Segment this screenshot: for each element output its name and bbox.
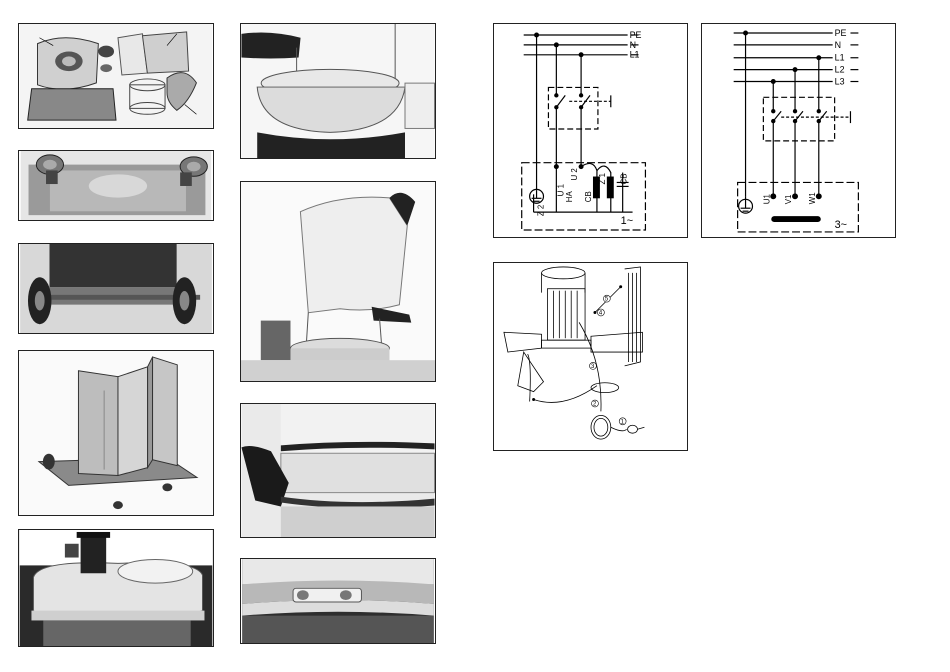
terminal-cb-1: CB [584,191,593,202]
rail-label-pe: PE [630,30,642,40]
rail-label-n: N [835,40,841,50]
terminal-u2: U 2 [570,168,579,180]
clamping-band-illustration [241,404,435,537]
terminal-v1: V1 [784,194,793,204]
photo-motor-housing [18,529,214,647]
terminal-u1: U1 [762,194,771,205]
motor-wiring-illustration: 5 4 3 2 1 [493,262,688,451]
terminal-z1: Z 1 [598,172,607,184]
callout-1: 1 [621,419,624,425]
three-phase-wiring-schematic: PE N L1 L2 L3 U1 V1 W1 3~ [702,24,895,237]
rail-label-l1: L1 [630,50,640,60]
terminal-w1: W1 [808,192,817,204]
rail-label-n: N [630,40,636,50]
terminal-ha: HA [565,191,574,203]
wiring-diagram-single-phase: PE N L1 Z 2 U 1 HA CB U 2 Z 1 CB 1~ [493,23,688,238]
parts-overview-illustration [19,24,213,128]
rail-label-l2: L2 [835,65,845,75]
terminal-u1: U 1 [556,183,565,196]
ground-symbol-single-phase-icon [530,189,544,203]
photo-frame-assembly [18,350,214,516]
photo-caster-bracket [18,150,214,221]
rail-label-pe: PE [835,28,847,38]
fitting-filter-bag-illustration [241,182,435,381]
terminal-z2: Z 2 [536,205,545,216]
motor-cable-routing-drawing: 5 4 3 2 1 [494,263,687,450]
hanging-bag-ring-illustration [241,24,435,158]
photo-hanging-bag-ring [240,23,436,159]
frame-assembly-illustration [19,351,213,515]
single-phase-wiring-schematic: PE N L1 Z 2 U 1 HA CB U 2 Z 1 CB 1~ [494,24,687,237]
caster-bracket-illustration [19,151,213,220]
photo-fitting-filter-bag [240,181,436,382]
photo-band-fastener [240,558,436,644]
wiring-diagram-three-phase: PE N L1 L2 L3 U1 V1 W1 3~ [701,23,896,238]
terminal-cb-2: CB [620,173,629,184]
ground-symbol-three-phase-icon [739,196,753,213]
motor-housing-illustration [19,530,213,646]
band-fastener-illustration [241,559,435,643]
photo-wheel-axle [18,243,214,334]
rail-label-l3: L3 [835,76,845,86]
wheel-axle-illustration [19,244,213,333]
callout-2: 2 [593,401,596,407]
photo-parts-overview [18,23,214,129]
rail-label-l1: L1 [835,53,845,63]
phase-label-single: 1~ [621,215,633,227]
photo-clamping-band [240,403,436,538]
phase-label-three: 3~ [835,219,847,231]
